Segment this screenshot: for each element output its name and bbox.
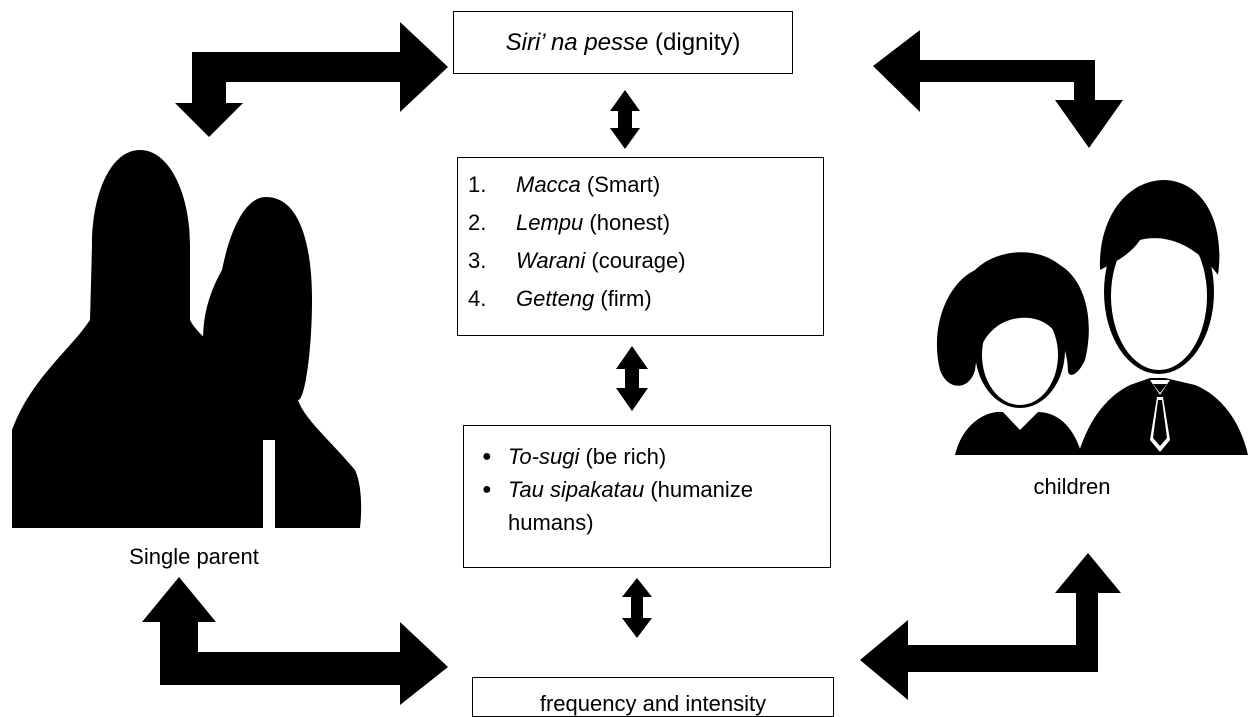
dignity-box: Siri’ na pesse (dignity)	[453, 11, 793, 74]
values-list-item: 4. Getteng (firm)	[468, 280, 823, 318]
male-silhouette	[12, 150, 268, 528]
traits-box: ● To-sugi (be rich) ● Tau sipakatau (hum…	[463, 425, 831, 568]
value-term: Macca	[516, 172, 581, 197]
list-number: 3.	[468, 248, 487, 273]
value-gloss: (courage)	[591, 248, 686, 273]
girl-hair	[936, 252, 1089, 386]
single-parent-label: Single parent	[129, 544, 259, 569]
bullet-icon: ●	[482, 448, 492, 465]
values-list-item: 1. Macca (Smart)	[468, 166, 823, 204]
bent-arrow-icon	[860, 553, 1121, 700]
dignity-term: Siri’ na pesse	[505, 28, 649, 56]
double-arrow-icon	[610, 90, 640, 149]
trait-gloss: (be rich)	[585, 444, 667, 469]
value-gloss: (Smart)	[586, 172, 661, 197]
value-term: Warani	[516, 248, 586, 273]
single-parent-silhouette-icon	[12, 150, 362, 530]
list-number: 2.	[468, 210, 487, 235]
girl-body	[955, 411, 1082, 455]
trait-gloss: (humanize humans)	[508, 477, 754, 535]
bent-arrow-icon	[175, 22, 448, 137]
value-term: Lempu	[516, 210, 584, 235]
children-silhouette-icon	[936, 180, 1248, 455]
trait-term: Tau sipakatau	[508, 477, 645, 502]
frequency-box: frequency and intensity	[472, 677, 834, 717]
double-arrow-icon	[616, 346, 648, 411]
bullet-icon: ●	[482, 481, 492, 498]
value-term: Getteng	[516, 286, 595, 311]
dignity-gloss: (dignity)	[655, 28, 741, 56]
list-number: 4.	[468, 286, 487, 311]
trait-term: To-sugi	[508, 444, 580, 469]
frequency-label: frequency and intensity	[539, 691, 767, 716]
values-box: 1. Macca (Smart) 2. Lempu (honest) 3. Wa…	[457, 157, 824, 336]
traits-list-item: ● Tau sipakatau (humanize humans)	[482, 473, 814, 539]
traits-list-item: ● To-sugi (be rich)	[482, 440, 814, 473]
values-list-item: 3. Warani (courage)	[468, 242, 823, 280]
bent-arrow-icon	[873, 30, 1123, 148]
value-gloss: (honest)	[589, 210, 671, 235]
double-arrow-icon	[622, 578, 652, 638]
children-label: children	[1033, 474, 1111, 499]
bent-arrow-icon	[142, 577, 448, 705]
value-gloss: (firm)	[600, 286, 652, 311]
boy-hair	[1099, 180, 1220, 275]
values-list-item: 2. Lempu (honest)	[468, 204, 823, 242]
list-number: 1.	[468, 172, 487, 197]
